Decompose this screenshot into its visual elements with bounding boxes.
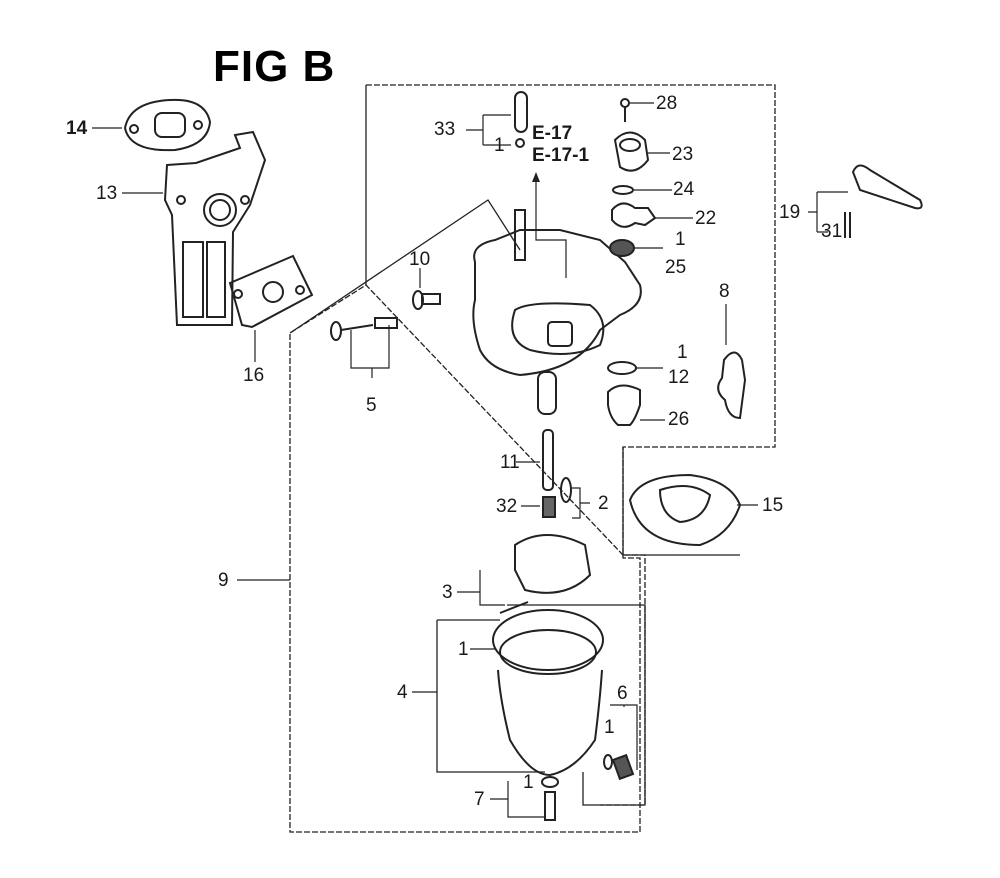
callout-2: 2 (598, 493, 609, 514)
part-6-drain (603, 753, 635, 781)
callout-25: 25 (665, 257, 687, 278)
bowl-bracket-4 (436, 619, 545, 773)
carburetor-body (472, 209, 642, 415)
callout-3: 3 (442, 582, 453, 603)
callout-7-qty: 1 (523, 772, 534, 793)
part-13-bracket (163, 130, 267, 326)
callout-5: 5 (366, 395, 377, 416)
part-10-screw (412, 290, 441, 310)
part-33-screw (514, 91, 528, 148)
callout-33: 33 (434, 119, 456, 140)
callout-6: 6 (617, 683, 628, 704)
callout-12: 12 (668, 367, 690, 388)
callout-15: 15 (762, 495, 784, 516)
callout-33-qty: 1 (494, 135, 505, 156)
callout-10: 10 (409, 249, 431, 270)
callout-14: 14 (66, 118, 88, 139)
callout-16: 16 (243, 365, 265, 386)
callout-7: 7 (474, 789, 485, 810)
part-14-gasket (123, 98, 212, 152)
part-4-bowl (492, 609, 604, 777)
part-11-32-2 (542, 429, 572, 518)
part-7-bolt (541, 776, 559, 821)
callout-4: 4 (397, 682, 408, 703)
leader-lines (92, 102, 848, 818)
part-15-gasket (628, 473, 742, 547)
part-19-lever (844, 164, 923, 238)
callout-28: 28 (656, 93, 678, 114)
ref-e17-1: E-17-1 (532, 145, 590, 166)
callout-26: 26 (668, 409, 690, 430)
callout-9: 9 (218, 570, 229, 591)
callout-25-qty: 1 (675, 229, 686, 250)
callout-19: 19 (779, 202, 801, 223)
callout-11: 11 (500, 452, 520, 473)
callout-12-qty: 1 (677, 342, 688, 363)
assembly-boundary-9 (289, 84, 776, 833)
part-8-clip (717, 351, 747, 420)
part-12-26 (607, 361, 641, 426)
part-28-screw (620, 98, 630, 122)
callout-31: 31 (821, 221, 843, 242)
ref-arrow-icon (532, 172, 540, 182)
part-24-22-25-stack (609, 185, 657, 257)
ref-e17: E-17 (532, 123, 573, 144)
part-16-gasket (228, 254, 314, 329)
callout-8: 8 (719, 281, 730, 302)
callout-13: 13 (96, 183, 118, 204)
callout-22: 22 (695, 208, 717, 229)
callout-32: 32 (496, 496, 518, 517)
callout-6-qty: 1 (604, 717, 615, 738)
part-23-cover (613, 131, 650, 172)
part-5-screw-spring (330, 317, 398, 341)
figure-title: FIG B (213, 42, 336, 91)
callout-24: 24 (673, 179, 695, 200)
callout-23: 23 (672, 144, 694, 165)
part-3-float (499, 534, 592, 614)
callout-4-qty: 1 (458, 639, 469, 660)
